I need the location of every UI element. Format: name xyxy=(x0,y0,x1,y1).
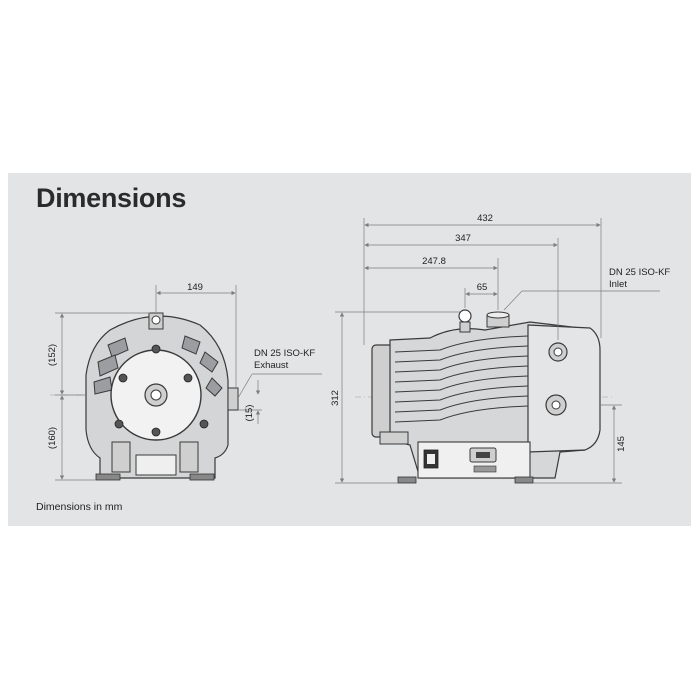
page-title: Dimensions xyxy=(36,183,187,213)
dim-432: 432 xyxy=(477,213,493,224)
dim-247-8: 247.8 xyxy=(422,256,446,267)
side-view: 432 347 247.8 65 312 145 DN 25 ISO-KF In… xyxy=(330,213,670,484)
units-footnote: Dimensions in mm xyxy=(36,501,123,513)
dim-152: (152) xyxy=(47,344,58,366)
exhaust-label-line1: DN 25 ISO-KF xyxy=(254,348,315,359)
dim-312: 312 xyxy=(330,390,341,406)
exhaust-label-line2: Exhaust xyxy=(254,360,289,371)
inlet-label-line2: Inlet xyxy=(609,279,627,290)
dim-145: 145 xyxy=(616,436,627,452)
inlet-label-line1: DN 25 ISO-KF xyxy=(609,267,670,278)
front-view: 149 (152) (160) (15) DN 25 ISO-KF Exhaus… xyxy=(47,282,322,481)
dim-65: 65 xyxy=(477,282,488,293)
dim-149: 149 xyxy=(187,282,203,293)
dim-160: (160) xyxy=(47,427,58,449)
dim-15: (15) xyxy=(244,405,255,422)
dim-347: 347 xyxy=(455,233,471,244)
